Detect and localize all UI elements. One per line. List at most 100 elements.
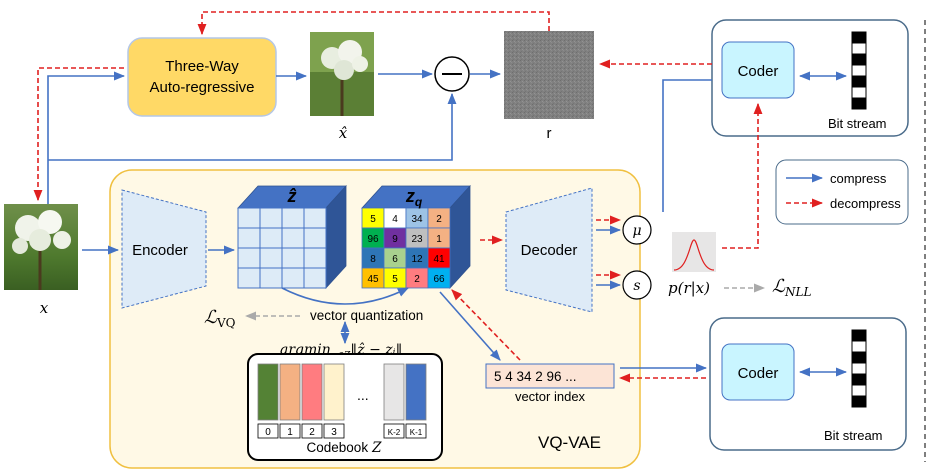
autoregressive-label-2: Auto-regressive [149, 79, 254, 96]
codebook-vector [405, 363, 427, 421]
decoder-block [505, 187, 593, 313]
vector-index-label: vector index [515, 389, 586, 404]
codebook-z: Z [371, 440, 382, 456]
codebook-index-label: 0 [265, 427, 271, 438]
s-label: s [633, 278, 640, 294]
xhat-label: x̂ [339, 124, 348, 142]
top-coder-label: Coder [738, 63, 779, 80]
codebook-entries: 0 1 2 3 K-2 K-1 [257, 363, 427, 439]
zq-cell-value: 9 [392, 234, 398, 245]
codebook-vector [257, 363, 279, 421]
bitstream-cell [851, 97, 867, 110]
legend-decompress-label: decompress [830, 196, 901, 211]
codebook-vector [301, 363, 323, 421]
bitstream-cell [851, 64, 867, 77]
legend-compress-label: compress [830, 171, 887, 186]
x-input-label: x [40, 299, 49, 317]
zq-cell-value: 96 [367, 234, 379, 245]
l-nll-subscript: NLL [784, 285, 811, 299]
arrow-dist-to-coder [722, 102, 763, 249]
residual-image [504, 31, 594, 119]
codebook-index-label: 3 [331, 427, 337, 438]
zhat-grid [238, 208, 326, 288]
mu-label: μ [632, 223, 641, 239]
bitstream-cell [851, 351, 867, 364]
l-nll-symbol: ℒ [772, 276, 786, 297]
zq-cell-value: 12 [411, 254, 423, 265]
bitstream-cell [851, 362, 867, 375]
codebook-index-cell [323, 423, 345, 439]
codebook-index-cell [405, 423, 427, 439]
top-bitstream-label: Bit stream [828, 116, 887, 131]
zhat-label: ẑ [287, 186, 297, 206]
mu-node [622, 215, 652, 245]
arrow-mu-to-coder [662, 79, 712, 212]
reconstructed-image [310, 32, 374, 116]
encoder-block [121, 189, 207, 309]
zq-cell-value: 5 [392, 274, 398, 285]
distribution-plot [672, 232, 716, 272]
zq-cell-value: 4 [392, 214, 398, 225]
bitstream-cell [851, 395, 867, 408]
bitstream-cell [851, 42, 867, 55]
zq-main: z [405, 186, 415, 206]
residual-label: r [547, 125, 552, 142]
bitstream-cell [851, 31, 867, 44]
codebook-index-label: K-2 [388, 428, 401, 437]
codebook-index-cell [279, 423, 301, 439]
zq-cell-value: 41 [433, 254, 445, 265]
bottom-coder-label: Coder [738, 365, 779, 382]
codebook-vector [279, 363, 301, 421]
vector-index-box [485, 363, 615, 389]
codebook-index-cell [257, 423, 279, 439]
arrow-x-to-ar [47, 71, 126, 204]
l-nll-label: ℒNLL [772, 276, 811, 299]
encoder-label: Encoder [132, 242, 188, 259]
bitstream-cell [851, 329, 867, 342]
codebook-word: Codebook [307, 440, 369, 455]
bitstream-cell [851, 53, 867, 66]
vqvae-label: VQ-VAE [538, 433, 601, 452]
arrow-residual-to-ar [197, 11, 550, 36]
decompress-arrows [33, 11, 763, 383]
l-vq-label: ℒVQ [204, 307, 236, 330]
decoder-label: Decoder [521, 242, 578, 259]
zhat-cube [237, 184, 347, 290]
bitstream-cell [851, 340, 867, 353]
codebook-index-label: 1 [287, 427, 293, 438]
zq-cell-value: 34 [411, 214, 423, 225]
zq-cell-value: 8 [370, 254, 376, 265]
zq-cell-value: 45 [367, 274, 379, 285]
arrow-ar-to-x [33, 67, 124, 202]
zq-cell-value: 2 [414, 274, 420, 285]
codebook-index-label: K-1 [410, 428, 423, 437]
codebook-index-label: 2 [309, 427, 315, 438]
bitstream-cell [851, 384, 867, 397]
bitstream-cell [851, 86, 867, 99]
bitstream-cell [851, 373, 867, 386]
zq-cell-value: 5 [370, 214, 376, 225]
zq-cell-value: 1 [436, 234, 442, 245]
quantization-arc [281, 287, 409, 305]
autoregressive-box [127, 37, 277, 117]
top-coder-box [721, 41, 795, 99]
l-vq-subscript: VQ [216, 316, 236, 330]
zq-cell-value: 66 [433, 274, 445, 285]
autoregressive-label-1: Three-Way [165, 58, 239, 75]
s-node [622, 270, 652, 300]
zq-label: zq [405, 186, 423, 209]
vector-index-value: 5 4 34 2 96 ... [494, 369, 577, 384]
codebook-vector [383, 363, 405, 421]
codebook-vector [323, 363, 345, 421]
legend-box [775, 159, 909, 225]
zq-subscript: q [415, 195, 423, 209]
l-vq-symbol: ℒ [204, 307, 218, 328]
top-bitstream-strip [851, 31, 867, 110]
input-image [4, 204, 78, 290]
bitstream-cell [851, 75, 867, 88]
arrow-x-to-subtract [48, 92, 457, 161]
